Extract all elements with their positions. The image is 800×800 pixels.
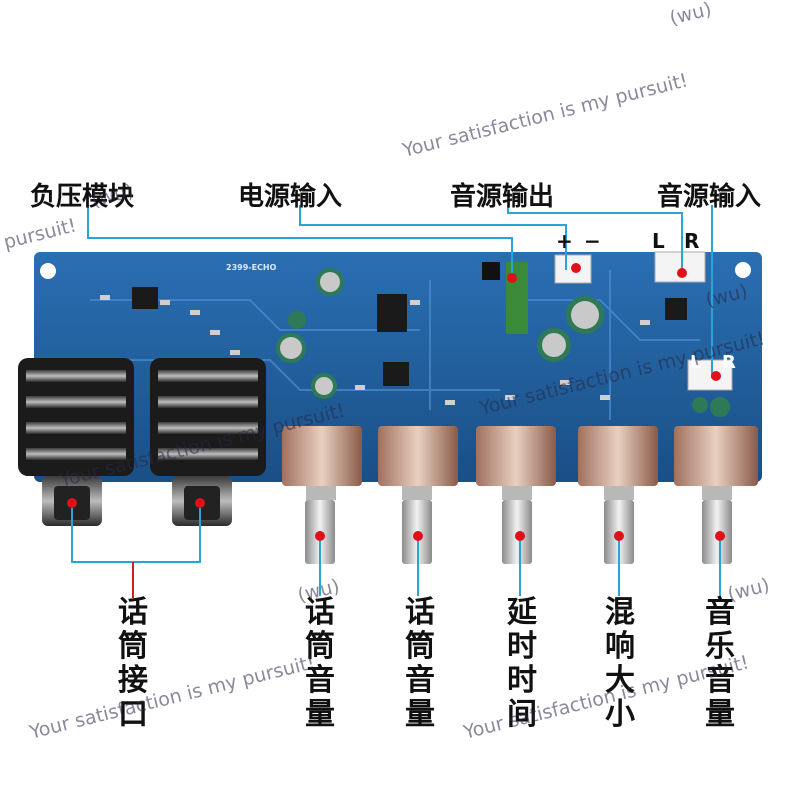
label-reverb-level: 混响大小 xyxy=(605,595,635,732)
potentiometer-reverb-level xyxy=(578,426,658,564)
smd-components xyxy=(100,295,650,405)
potentiometer-delay-time xyxy=(476,426,556,564)
potentiometer-music-volume xyxy=(674,426,758,564)
potentiometer-mic-volume-1 xyxy=(282,426,362,564)
pointer-lines xyxy=(71,205,721,596)
label-power-input: 电源输入 xyxy=(238,182,343,212)
ic-chip xyxy=(132,287,158,309)
negative-voltage-module xyxy=(506,262,528,334)
label-negative-voltage-module: 负压模块 xyxy=(30,182,135,212)
board-model-text: 2399-ECHO xyxy=(226,263,277,272)
output-left-marker: L xyxy=(652,229,665,253)
mic-jack-1 xyxy=(18,358,134,526)
plus-marker: + xyxy=(556,229,573,253)
minus-marker: − xyxy=(584,229,601,253)
label-mic-volume-1: 话筒音量 xyxy=(305,595,335,732)
input-left-marker: L xyxy=(690,352,702,373)
mounting-hole xyxy=(40,263,56,279)
ic-chip xyxy=(383,362,409,386)
audio-input-connector xyxy=(687,359,733,391)
output-right-marker: R xyxy=(684,229,700,253)
ic-chip xyxy=(665,298,687,320)
transistor xyxy=(482,262,500,280)
label-mic-volume-2: 话筒音量 xyxy=(405,595,435,732)
label-audio-input: 音源输入 xyxy=(657,182,762,212)
marker-dots xyxy=(67,263,725,541)
label-music-volume: 音乐音量 xyxy=(705,595,735,732)
mounting-hole xyxy=(735,262,751,278)
label-audio-output: 音源输出 xyxy=(450,182,555,212)
label-delay-time: 延时时间 xyxy=(507,595,537,732)
capacitors xyxy=(276,268,730,417)
ic-chip xyxy=(377,294,407,332)
input-right-marker: R xyxy=(722,352,736,373)
label-mic-jack: 话筒接口 xyxy=(118,595,148,732)
